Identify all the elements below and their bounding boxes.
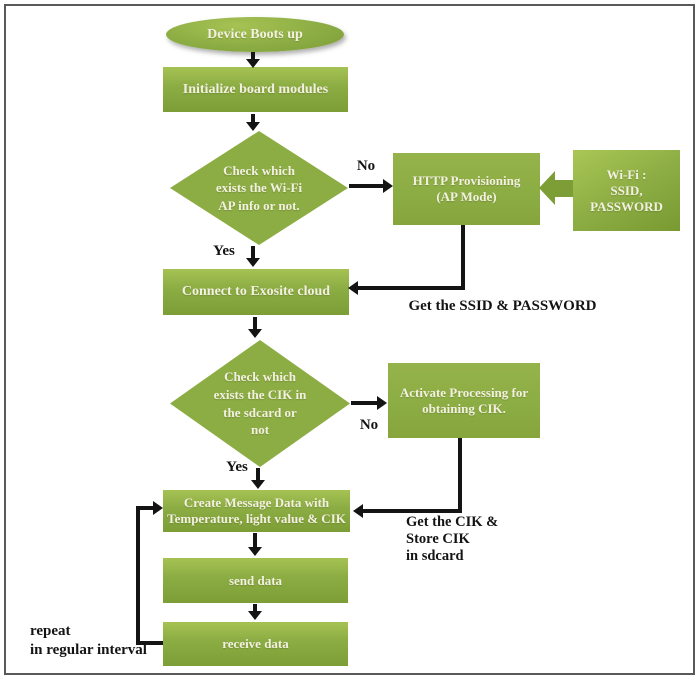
edge-label-yes-wifi: Yes [213,243,235,259]
arrow-activate-to-create-vertical [458,438,462,511]
arrow-loop-top-horizontal [136,506,154,510]
arrowhead-activate-to-create [353,504,363,518]
node-device-boots-up: Device Boots up [166,17,344,52]
node-initialize-board-modules: Initialize board modules [163,67,348,112]
arrow-cik-no-to-activate [351,401,378,405]
edge-label-repeat-interval: repeat in regular interval [30,623,147,658]
arrowhead-wifi-yes-to-connect [246,258,260,267]
arrow-start-to-init [251,52,255,60]
arrowhead-start-to-init [246,59,260,68]
node-connect-exosite-cloud: Connect to Exosite cloud [163,269,349,315]
arrow-cik-yes-to-create [256,468,260,481]
arrowhead-send-to-receive [248,611,262,620]
arrowhead-cik-yes-to-create [251,480,265,489]
edge-label-get-ssid-password: Get the SSID & PASSWORD [408,298,597,314]
node-wifi-ssid-password: Wi-Fi : SSID, PASSWORD [573,150,680,231]
arrow-activate-to-create-horizontal [362,509,462,513]
arrow-wifi-no-to-http [349,184,384,188]
arrowhead-cik-no-to-activate [377,396,387,410]
edge-label-get-cik-store: Get the CIK & Store CIK in sdcard [406,514,499,564]
arrow-send-to-receive [253,604,257,612]
node-create-message-data: Create Message Data with Temperature, li… [163,490,350,532]
arrow-http-to-connect-horizontal [357,286,465,290]
node-send-data: send data [163,558,348,603]
arrow-loop-bottom-horizontal [136,641,163,645]
arrowhead-create-to-send [248,547,262,556]
arrowhead-http-to-connect [348,281,358,295]
node-receive-data: receive data [163,622,348,666]
arrow-http-to-connect-vertical [461,225,465,290]
block-arrow-wifi-info-head [539,171,555,205]
node-activate-processing-cik: Activate Processing for obtaining CIK. [388,363,540,438]
arrow-wifi-yes-to-connect [251,246,255,259]
arrowhead-connect-to-cik-decision [248,329,262,338]
block-arrow-wifi-info-stem [555,180,573,197]
arrowhead-wifi-no-to-http [383,179,393,193]
edge-label-no-cik: No [359,417,379,433]
arrowhead-loop-to-create [153,501,163,515]
arrow-loop-vertical [136,506,140,645]
node-http-provisioning: HTTP Provisioning (AP Mode) [393,153,540,225]
page-border-frame [4,4,695,675]
arrowhead-init-to-wifi-decision [246,122,260,131]
arrow-create-to-send [253,533,257,548]
edge-label-no-wifi: No [356,158,376,174]
arrow-init-to-wifi-decision [251,114,255,123]
edge-label-yes-cik: Yes [226,459,248,475]
arrow-connect-to-cik-decision [253,317,257,330]
